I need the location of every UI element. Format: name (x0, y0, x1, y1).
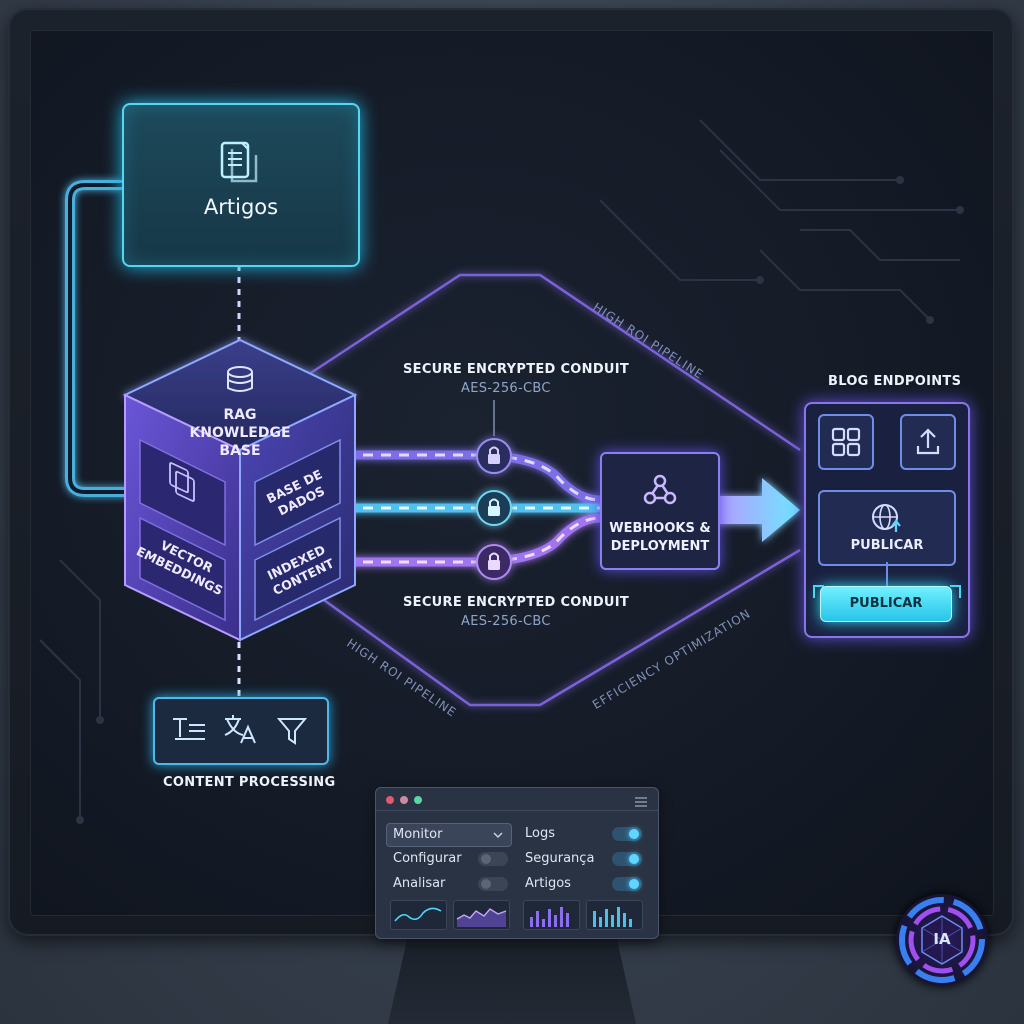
artigos-toggle[interactable] (612, 877, 642, 891)
monitor-select-value: Monitor (393, 827, 443, 842)
sparkline-bar-chart (523, 900, 580, 930)
conduit-dashes (345, 453, 601, 564)
database-icon (227, 366, 253, 392)
knowledge-base-title: RAG KNOWLEDGE BASE (189, 407, 291, 459)
row-seguranca-label: Segurança (525, 851, 595, 866)
pipeline-bottom-line (309, 548, 801, 707)
content-processing-box (153, 697, 329, 765)
artigos-title: Artigos (203, 195, 279, 219)
window-maximize-dot[interactable] (414, 796, 422, 804)
blog-endpoints-title: BLOG ENDPOINTS (828, 374, 962, 389)
conduit-bottom-title: SECURE ENCRYPTED CONDUIT (403, 595, 630, 610)
artigos-card[interactable]: Artigos (122, 103, 360, 267)
upload-icon (916, 428, 940, 455)
deploy-arrow (716, 478, 800, 542)
row-logs-label: Logs (525, 826, 555, 841)
sparkline-bar-chart (586, 900, 643, 930)
lock-icon (476, 438, 512, 474)
artigos-loop-line (65, 180, 130, 497)
webhooks-deployment-node[interactable]: WEBHOOKS & DEPLOYMENT (600, 452, 720, 570)
configurar-toggle[interactable] (478, 852, 508, 866)
sparkline-area-chart (453, 900, 510, 930)
webhooks-label: WEBHOOKS & DEPLOYMENT (602, 520, 718, 556)
circuit-nodes (76, 176, 964, 824)
webhooks-label-line1: WEBHOOKS & (609, 521, 711, 536)
upload-tile[interactable] (900, 414, 956, 470)
lock-icon (476, 544, 512, 580)
document-stack-icon (169, 462, 195, 502)
row-configurar-label: Configurar (393, 851, 462, 866)
content-processing-title: CONTENT PROCESSING (163, 775, 336, 790)
seguranca-toggle[interactable] (612, 852, 642, 866)
lock-icon (476, 490, 512, 526)
ia-logo-mark (899, 897, 985, 983)
conduit-bottom-cipher: AES-256-CBC (461, 614, 551, 629)
row-analisar-label: Analisar (393, 876, 446, 891)
window-minimize-dot[interactable] (400, 796, 408, 804)
row-artigos-label: Artigos (525, 876, 571, 891)
filter-icon (276, 718, 308, 745)
publish-label: PUBLICAR (850, 538, 924, 553)
sparkline-line-chart (390, 900, 447, 930)
ia-logo: IA (896, 894, 988, 986)
processing-icons (173, 715, 308, 745)
publish-connector (813, 562, 961, 598)
document-icon (220, 141, 258, 183)
monitor-stand (388, 936, 636, 1024)
conduit-top-cipher: AES-256-CBC (461, 381, 551, 396)
conduit-top-title: SECURE ENCRYPTED CONDUIT (403, 362, 630, 377)
knowledge-base-cube (122, 338, 358, 642)
publish-tile[interactable]: PUBLICAR (818, 490, 956, 566)
control-panel: Monitor Configurar Analisar Logs Seguran… (375, 787, 659, 939)
ia-logo-text: IA (933, 930, 951, 948)
chevron-down-icon (493, 832, 503, 839)
globe-icon (872, 504, 901, 532)
text-format-icon (173, 718, 205, 740)
analisar-toggle[interactable] (478, 877, 508, 891)
menu-icon[interactable] (634, 796, 648, 808)
pipeline-top-line (299, 273, 801, 452)
translate-icon (224, 715, 256, 744)
monitor-select[interactable]: Monitor (386, 823, 512, 847)
grid-icon (831, 427, 861, 457)
webhooks-label-line2: DEPLOYMENT (610, 539, 710, 554)
window-close-dot[interactable] (386, 796, 394, 804)
grid-tile[interactable] (818, 414, 874, 470)
circuit-traces (39, 119, 960, 820)
webhook-icon (643, 474, 677, 505)
blog-endpoints-panel: PUBLICAR PUBLICAR (804, 402, 970, 638)
publish-button[interactable]: PUBLICAR (820, 586, 952, 622)
logs-toggle[interactable] (612, 827, 642, 841)
